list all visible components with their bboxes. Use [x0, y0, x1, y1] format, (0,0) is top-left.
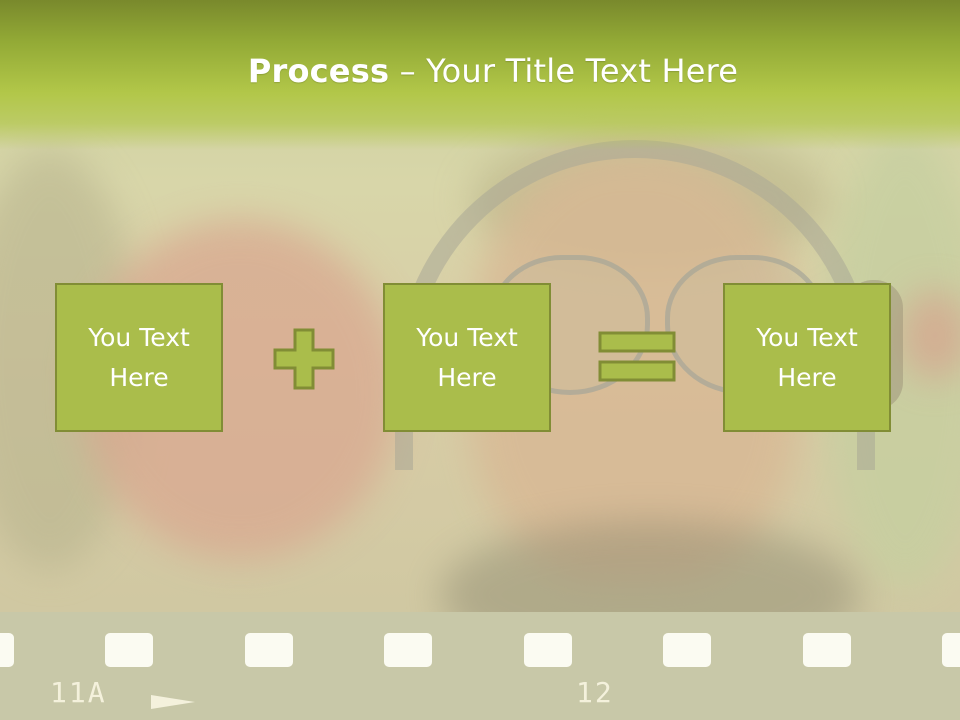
film-frame-label-right: 12 — [576, 676, 614, 709]
slide-title-rest: – Your Title Text Here — [389, 52, 739, 90]
film-sprocket-hole — [245, 633, 293, 667]
film-sprocket-hole — [803, 633, 851, 667]
slide-title-bold: Process — [247, 52, 390, 90]
process-box-3: You Text Here — [723, 283, 891, 432]
film-sprocket-hole — [384, 633, 432, 667]
film-strip: 11A 12 — [0, 612, 960, 720]
film-sprocket-hole — [942, 633, 960, 667]
film-sprocket-hole — [105, 633, 153, 667]
process-box-1: You Text Here — [55, 283, 223, 432]
film-sprocket-hole — [0, 633, 14, 667]
film-sprocket-hole — [663, 633, 711, 667]
film-frame-label-left: 11A — [50, 676, 107, 709]
plus-icon — [273, 328, 335, 390]
photo-blur-right-accent — [900, 290, 960, 380]
title-band — [0, 0, 960, 150]
photo-jacket — [440, 520, 860, 612]
equals-icon — [598, 331, 676, 382]
film-sprocket-hole — [524, 633, 572, 667]
process-box-2: You Text Here — [383, 283, 551, 432]
right-triangle-arrow-icon — [151, 695, 195, 709]
slide-title: Process – Your Title Text Here — [0, 52, 960, 90]
